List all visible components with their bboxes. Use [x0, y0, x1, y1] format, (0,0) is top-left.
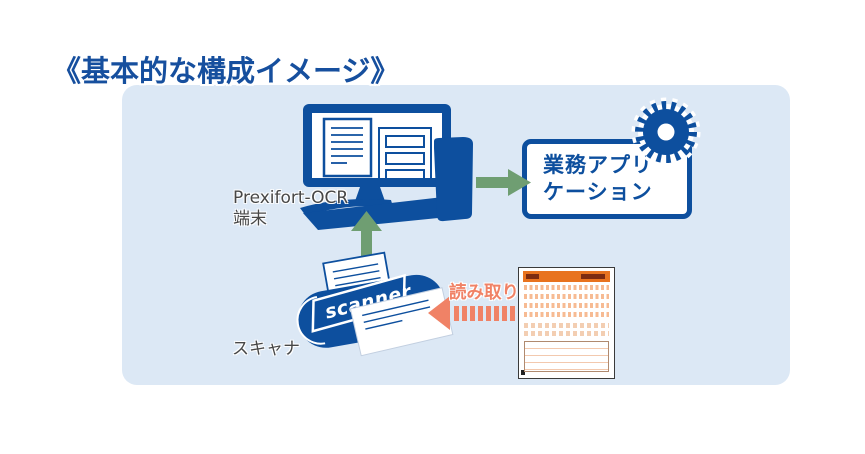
scanner-label-jp: スキャナ — [232, 339, 300, 359]
pc-tower-icon — [434, 137, 473, 222]
gear-icon — [631, 97, 701, 167]
monitor-icon — [300, 104, 468, 230]
arrow-right-icon — [476, 169, 531, 196]
monitor-base — [300, 199, 393, 216]
app-box-label-line1: 業務アプリ — [543, 153, 653, 177]
scanner-icon: scanner — [296, 251, 454, 357]
scan-action-label: 読み取り — [449, 283, 519, 303]
form-lower-table — [524, 341, 609, 372]
form-document — [518, 267, 615, 379]
screen-form-icon — [378, 127, 432, 178]
diagram-title: 《基本的な構成イメージ》 — [52, 54, 400, 88]
keyboard-icon — [303, 196, 468, 230]
form-field-rows-small — [524, 323, 609, 339]
terminal-label: Prexifort-OCR 端末 — [233, 188, 349, 230]
scan-arrow-icon — [428, 296, 515, 330]
form-header-bar — [523, 271, 610, 282]
app-box-label-line2: ケーション — [543, 180, 653, 204]
form-field-rows — [524, 285, 609, 321]
output-paper-icon — [349, 287, 454, 357]
